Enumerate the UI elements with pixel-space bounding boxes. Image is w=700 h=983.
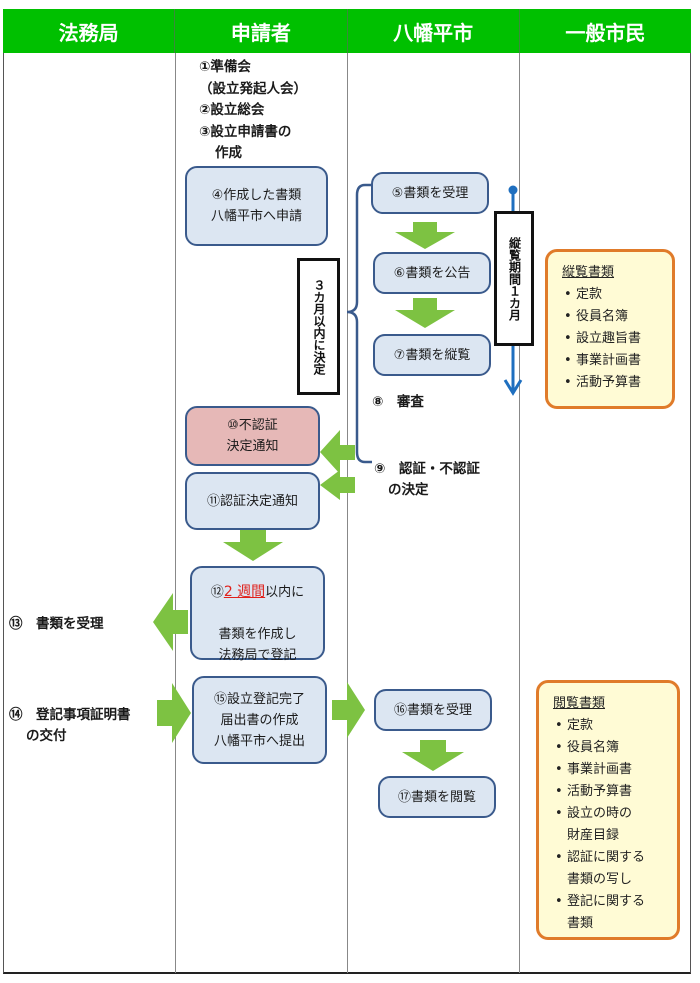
decision-period-label: ３カ月以内に決定 bbox=[297, 258, 340, 395]
viewing-docs-box: 閲覧書類 定款 役員名簿 事業計画書 活動予算書 設立の時の 財産目録 認証に関… bbox=[536, 680, 680, 940]
step-3-sub-label: 作成 bbox=[215, 145, 242, 161]
arrow-right-14-15 bbox=[157, 683, 191, 743]
step-9-label: ⑨ 認証・不認証 bbox=[374, 461, 480, 477]
inspection-doc-item: 役員名簿 bbox=[564, 306, 672, 328]
lane-header: 法務局 申請者 八幡平市 一般市民 bbox=[3, 9, 691, 53]
step-3-label: ③設立申請書の bbox=[199, 124, 292, 140]
viewing-doc-item: 定款 bbox=[555, 715, 677, 737]
step-15-box: ⑮設立登記完了 届出書の作成 八幡平市へ提出 bbox=[192, 676, 327, 764]
step-13-label: ⑬ 書類を受理 bbox=[9, 616, 104, 632]
step-14-label: ⑭ 登記事項証明書 bbox=[9, 707, 131, 723]
viewing-doc-item: 役員名簿 bbox=[555, 737, 677, 759]
step-9-sub-label: の決定 bbox=[388, 482, 429, 498]
viewing-doc-item: 活動予算書 bbox=[555, 781, 677, 803]
lane-header-legal-bureau: 法務局 bbox=[3, 9, 176, 53]
step-14-sub-label: の交付 bbox=[26, 728, 67, 744]
arrow-down-6-7 bbox=[395, 298, 455, 328]
decision-period-text: ３カ月以内に決定 bbox=[312, 278, 326, 375]
inspection-doc-item: 活動予算書 bbox=[564, 372, 672, 394]
step-5-box: ⑤書類を受理 bbox=[371, 172, 489, 214]
arrow-down-5-6 bbox=[395, 222, 455, 249]
arrow-left-to-11 bbox=[320, 470, 355, 500]
step-16-box: ⑯書類を受理 bbox=[374, 689, 492, 731]
timeline-start-dot bbox=[508, 185, 518, 195]
step-4-box: ④作成した書類 八幡平市へ申請 bbox=[185, 166, 328, 246]
arrow-right-15-16 bbox=[332, 682, 365, 738]
arrow-left-to-13 bbox=[153, 593, 188, 651]
step-17-box: ⑰書類を閲覧 bbox=[378, 776, 496, 818]
step-12-prefix: ⑫ bbox=[210, 584, 224, 600]
inspection-doc-item: 事業計画書 bbox=[564, 350, 672, 372]
step-12-box: ⑫2 週間以内に 書類を作成し 法務局で登記 bbox=[190, 566, 325, 663]
step-8-label: ⑧ 審査 bbox=[372, 394, 424, 410]
lane-divider bbox=[175, 53, 176, 973]
step-2-label: ②設立総会 bbox=[199, 102, 265, 118]
viewing-doc-item-continued: 書類 bbox=[567, 916, 594, 931]
viewing-doc-item-continued: 書類の写し bbox=[567, 872, 633, 887]
arrow-left-to-10 bbox=[320, 430, 355, 474]
step-7-box: ⑦書類を縦覧 bbox=[373, 334, 491, 376]
inspection-doc-item: 設立趣旨書 bbox=[564, 328, 672, 350]
timeline-arrowhead bbox=[503, 379, 523, 396]
step-1-label: ①準備会 bbox=[199, 59, 251, 75]
step-12-deadline: 2 週間 bbox=[223, 583, 266, 600]
inspection-docs-box: 縦覧書類 定款 役員名簿 設立趣旨書 事業計画書 活動予算書 bbox=[545, 249, 675, 409]
lane-divider bbox=[519, 53, 520, 973]
inspection-docs-title: 縦覧書類 bbox=[562, 265, 615, 280]
viewing-doc-item: 登記に関する bbox=[555, 891, 677, 913]
lane-header-city: 八幡平市 bbox=[347, 9, 520, 53]
step-11-approve-box: ⑪認証決定通知 bbox=[185, 472, 320, 530]
viewing-doc-item: 設立の時の bbox=[555, 803, 677, 825]
viewing-docs-title: 閲覧書類 bbox=[553, 696, 606, 711]
lane-header-applicant: 申請者 bbox=[175, 9, 348, 53]
decision-bracket bbox=[346, 183, 372, 464]
step-1-sub-label: （設立発起人会） bbox=[199, 81, 307, 97]
lane-header-public: 一般市民 bbox=[519, 9, 691, 53]
arrow-down-11-12 bbox=[223, 530, 283, 561]
step-10-reject-box: ⑩不認証 決定通知 bbox=[185, 406, 320, 466]
inspection-period-label: 縦覧期間１カ月 bbox=[494, 211, 534, 346]
step-12-suffix: 以内に bbox=[265, 584, 305, 600]
inspection-period-text: 縦覧期間１カ月 bbox=[507, 236, 522, 321]
viewing-doc-item-continued: 財産目録 bbox=[567, 828, 620, 843]
viewing-doc-item: 事業計画書 bbox=[555, 759, 677, 781]
arrow-down-16-17 bbox=[402, 740, 464, 771]
step-6-box: ⑥書類を公告 bbox=[373, 252, 491, 294]
lane-divider bbox=[347, 53, 348, 973]
inspection-doc-item: 定款 bbox=[564, 284, 672, 306]
viewing-doc-item: 認証に関する bbox=[555, 847, 677, 869]
step-12-rest: 書類を作成し 法務局で登記 bbox=[218, 626, 297, 663]
